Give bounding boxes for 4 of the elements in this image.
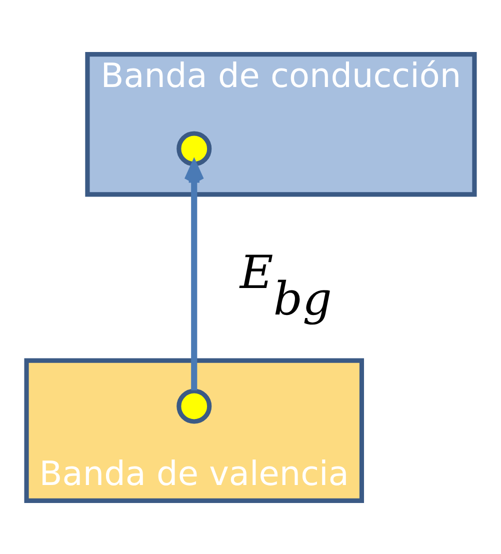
- node-circle: [176, 130, 212, 166]
- node-circle: [176, 388, 212, 424]
- cluster: Banda de valencia: [24, 358, 364, 502]
- cluster: Banda de conducción: [85, 52, 477, 196]
